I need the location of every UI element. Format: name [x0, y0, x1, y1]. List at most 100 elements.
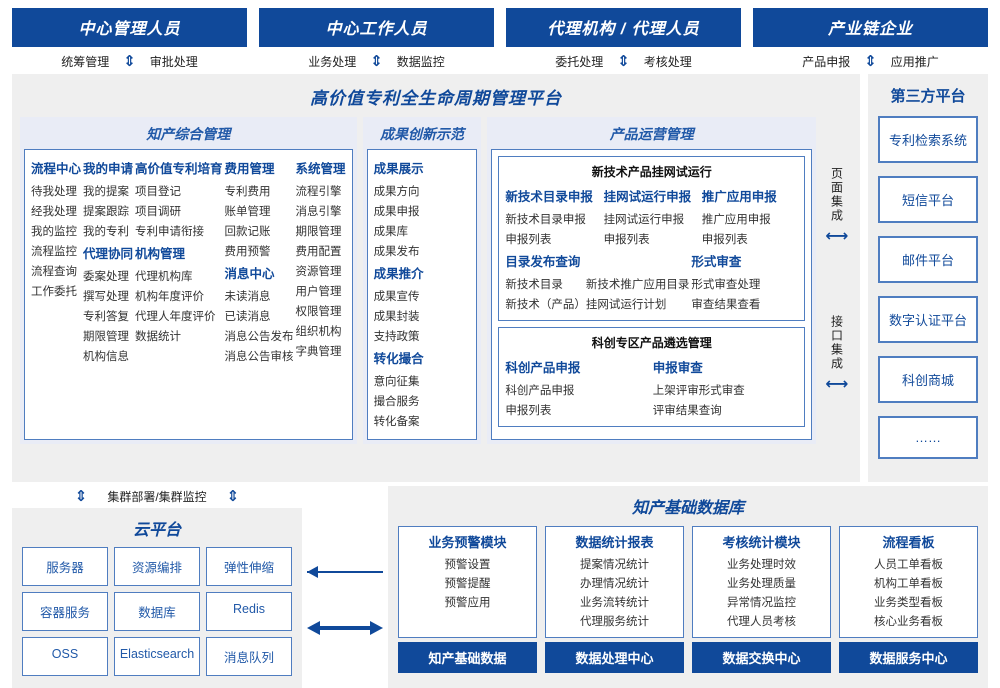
knowledge-base-item[interactable]: 预警提醒 [444, 577, 491, 590]
menu-item[interactable]: 成果库 [373, 226, 409, 238]
menu-item[interactable]: 意向征集 [373, 376, 420, 388]
menu-item[interactable]: 申报列表 [505, 234, 552, 246]
menu-item[interactable]: 代理机构库 [135, 271, 193, 283]
menu-group-header[interactable]: 科创产品申报 [505, 361, 581, 375]
menu-group-header[interactable]: 成果展示 [373, 162, 424, 176]
menu-item[interactable]: 项目调研 [135, 206, 182, 218]
menu-item[interactable]: 流程监控 [31, 246, 77, 258]
menu-item[interactable]: 提案跟踪 [83, 206, 130, 218]
cloud-cell[interactable]: Elasticsearch [114, 637, 200, 676]
menu-item[interactable]: 用户管理 [295, 286, 342, 298]
menu-item[interactable]: 撰写处理 [83, 291, 130, 303]
role-title-2[interactable]: 代理机构 / 代理人员 [506, 8, 741, 47]
knowledge-base-item[interactable]: 机构工单看板 [874, 577, 943, 590]
menu-group-header[interactable]: 挂网试运行申报 [603, 190, 692, 204]
menu-item[interactable]: 未读消息 [224, 291, 271, 303]
menu-item[interactable]: 上架评审形式审查 [652, 385, 745, 397]
menu-item[interactable]: 组织机构 [295, 326, 342, 338]
menu-item[interactable]: 申报列表 [505, 405, 552, 417]
knowledge-base-footer[interactable]: 数据服务中心 [839, 642, 978, 673]
menu-item[interactable]: 机构年度评价 [135, 291, 205, 303]
knowledge-base-footer[interactable]: 数据处理中心 [545, 642, 684, 673]
menu-item[interactable]: 新技术目录申报 [505, 214, 586, 226]
cloud-cell[interactable]: 数据库 [114, 592, 200, 631]
knowledge-base-card-header[interactable]: 业务预警模块 [428, 535, 507, 550]
menu-item[interactable]: 回款记账 [224, 226, 271, 238]
menu-item[interactable]: 专利答复 [83, 311, 130, 323]
knowledge-base-item[interactable]: 预警设置 [444, 558, 491, 571]
menu-item[interactable]: 期限管理 [83, 331, 130, 343]
menu-item[interactable]: 科创产品申报 [505, 385, 575, 397]
menu-group-header[interactable]: 推广应用申报 [701, 190, 777, 204]
menu-item[interactable]: 委案处理 [83, 271, 130, 283]
menu-item[interactable]: 评审结果查询 [652, 405, 722, 417]
menu-item[interactable]: 成果申报 [373, 206, 420, 218]
menu-item[interactable]: 费用配置 [295, 246, 342, 258]
menu-item[interactable]: 支持政策 [373, 331, 420, 343]
menu-item[interactable]: 我的监控 [31, 226, 77, 238]
menu-item[interactable]: 经我处理 [31, 206, 77, 218]
menu-item[interactable]: 消息引擎 [295, 206, 342, 218]
cloud-cell[interactable]: 弹性伸缩 [206, 547, 292, 586]
menu-item[interactable]: 专利申请衔接 [135, 226, 205, 238]
menu-group-header[interactable]: 机构管理 [135, 247, 186, 261]
knowledge-base-item[interactable]: 预警应用 [444, 596, 491, 609]
menu-item[interactable]: 申报列表 [603, 234, 650, 246]
knowledge-base-item[interactable]: 提案情况统计 [580, 558, 649, 571]
third-party-item[interactable]: 科创商城 [878, 356, 978, 403]
menu-item[interactable]: 转化备案 [373, 416, 420, 428]
menu-item[interactable]: 新技术（产品）挂网试运行计划 [505, 299, 667, 311]
third-party-item[interactable]: 专利检索系统 [878, 116, 978, 163]
third-party-item[interactable]: 短信平台 [878, 176, 978, 223]
menu-group-header[interactable]: 形式审查 [691, 255, 742, 269]
knowledge-base-item[interactable]: 业务处理质量 [727, 577, 796, 590]
menu-item[interactable]: 形式审查处理 [691, 279, 761, 291]
menu-group-header[interactable]: 系统管理 [295, 162, 346, 176]
knowledge-base-card-header[interactable]: 考核统计模块 [722, 535, 801, 550]
cloud-cell[interactable]: OSS [22, 637, 108, 676]
menu-group-header[interactable]: 流程中心 [31, 162, 82, 176]
menu-group-header[interactable]: 成果推介 [373, 267, 424, 281]
cloud-cell[interactable]: 资源编排 [114, 547, 200, 586]
menu-item[interactable]: 成果宣传 [373, 291, 420, 303]
menu-group-header[interactable]: 代理协同 [83, 247, 134, 261]
third-party-item[interactable]: 数字认证平台 [878, 296, 978, 343]
menu-item[interactable]: 期限管理 [295, 226, 342, 238]
menu-item[interactable]: 待我处理 [31, 186, 77, 198]
menu-item[interactable]: 账单管理 [224, 206, 271, 218]
menu-group-header[interactable]: 费用管理 [224, 162, 275, 176]
menu-item[interactable]: 成果发布 [373, 246, 420, 258]
menu-group-header[interactable]: 转化撮合 [373, 352, 424, 366]
menu-item[interactable]: 字典管理 [295, 346, 342, 358]
menu-group-header[interactable]: 我的申请 [83, 162, 134, 176]
menu-group-header[interactable]: 新技术目录申报 [505, 190, 593, 204]
cloud-cell[interactable]: 服务器 [22, 547, 108, 586]
menu-item[interactable]: 成果封装 [373, 311, 420, 323]
menu-item[interactable]: 审查结果查看 [691, 299, 761, 311]
menu-group-header[interactable]: 消息中心 [224, 267, 275, 281]
menu-item[interactable]: 推广应用申报 [701, 214, 771, 226]
menu-item[interactable]: 机构信息 [83, 351, 130, 363]
knowledge-base-item[interactable]: 代理人员考核 [727, 615, 796, 628]
menu-item[interactable]: 我的提案 [83, 186, 130, 198]
knowledge-base-card-header[interactable]: 数据统计报表 [575, 535, 654, 550]
cloud-cell[interactable]: 容器服务 [22, 592, 108, 631]
knowledge-base-item[interactable]: 核心业务看板 [874, 615, 943, 628]
menu-item[interactable]: 代理人年度评价 [135, 311, 216, 323]
menu-item[interactable]: 资源管理 [295, 266, 342, 278]
menu-item[interactable]: 成果方向 [373, 186, 420, 198]
menu-item[interactable]: 工作委托 [31, 286, 77, 298]
role-title-3[interactable]: 产业链企业 [753, 8, 988, 47]
menu-item[interactable]: 我的专利 [83, 226, 130, 238]
menu-item[interactable]: 专利费用 [224, 186, 271, 198]
menu-item[interactable]: 挂网试运行申报 [603, 214, 685, 226]
knowledge-base-footer[interactable]: 知产基础数据 [398, 642, 537, 673]
menu-item[interactable]: 申报列表 [701, 234, 748, 246]
role-title-0[interactable]: 中心管理人员 [12, 8, 247, 47]
cloud-cell[interactable]: Redis [206, 592, 292, 631]
knowledge-base-item[interactable]: 业务处理时效 [727, 558, 796, 571]
knowledge-base-card-header[interactable]: 流程看板 [882, 535, 935, 550]
role-title-1[interactable]: 中心工作人员 [259, 8, 494, 47]
menu-item[interactable]: 费用预警 [224, 246, 271, 258]
menu-item[interactable]: 项目登记 [135, 186, 182, 198]
